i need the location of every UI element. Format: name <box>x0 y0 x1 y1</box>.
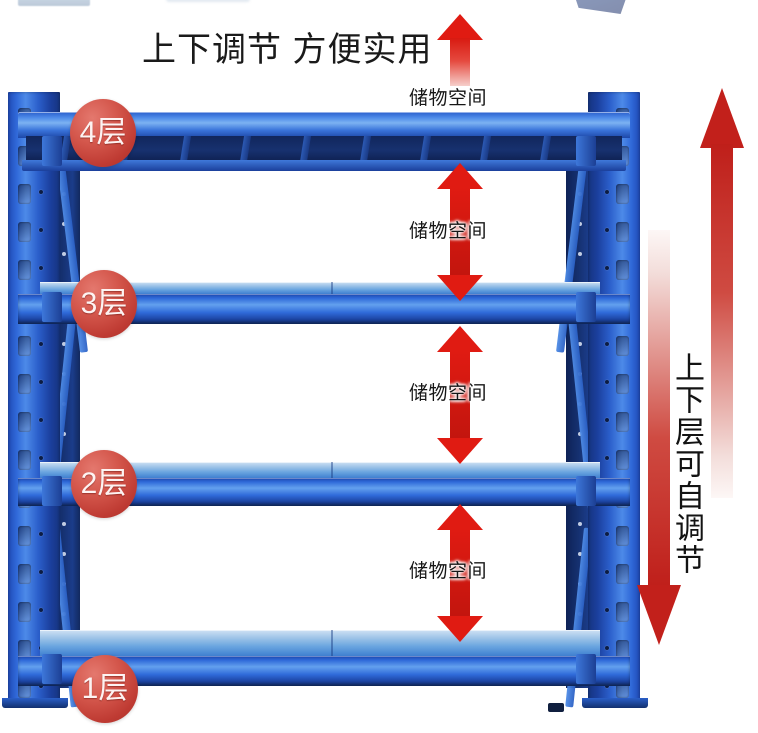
upright-slot-pattern-left <box>8 92 60 706</box>
badge-level-1-label: 1层 <box>81 672 129 705</box>
badge-level-4: 4层 <box>70 99 136 167</box>
storage-space-label-3-2: 储物空间 <box>409 383 488 404</box>
shelf-level-4-front-lip <box>22 160 626 171</box>
beam-bracket-l1-right <box>576 654 596 684</box>
arrow-updown-icon-1 <box>437 163 483 301</box>
side-arrow-up-icon <box>700 88 744 498</box>
arrow-shaft <box>450 350 470 440</box>
arrow-updown-icon-2 <box>437 326 483 464</box>
side-arrow-down-head <box>637 585 681 645</box>
side-arrow-up-shaft <box>711 144 733 498</box>
arrow-head-up <box>437 504 483 530</box>
badge-level-3-label: 3层 <box>80 287 128 320</box>
badge-level-2: 2层 <box>71 450 137 518</box>
shelving-rack <box>0 92 648 733</box>
arrow-shaft <box>450 528 470 618</box>
ghost-bracket-fragment <box>566 0 636 14</box>
beam-bracket-l4-left <box>42 136 62 166</box>
beam-bracket-l4-right <box>576 136 596 166</box>
side-arrow-down-icon <box>637 230 681 645</box>
arrow-up-icon <box>437 14 483 86</box>
arrow-shaft <box>450 187 470 277</box>
storage-space-label-4-3: 储物空间 <box>409 221 488 242</box>
badge-level-1: 1层 <box>72 655 138 723</box>
rack-upright-left <box>8 92 60 706</box>
badge-level-4-label: 4层 <box>79 116 127 149</box>
badge-level-2-label: 2层 <box>80 467 128 500</box>
arrow-head-up <box>437 163 483 189</box>
arrow-head-up <box>437 326 483 352</box>
shelf-level-2-deck <box>40 462 600 478</box>
arrow-shaft <box>450 38 470 86</box>
arrow-head-up <box>437 14 483 40</box>
beam-bracket-l2-right <box>576 476 596 506</box>
side-arrow-up-head <box>700 88 744 148</box>
ghost-shelf-fragment-left <box>18 0 90 6</box>
rack-foot-right <box>582 698 648 708</box>
storage-space-label-top: 储物空间 <box>409 88 488 109</box>
badge-level-3: 3层 <box>71 270 137 338</box>
beam-bracket-l1-left <box>42 654 62 684</box>
upright-slot-pattern-right <box>588 92 640 706</box>
ghost-shelf-fragment-mid <box>166 0 250 2</box>
rack-foot-left <box>2 698 68 708</box>
rack-foot-pad-right <box>548 703 564 712</box>
arrow-head-down <box>437 616 483 642</box>
rack-upright-right <box>588 92 640 706</box>
beam-bracket-l3-left <box>42 292 62 322</box>
storage-space-label-2-1: 储物空间 <box>409 561 488 582</box>
arrow-head-down <box>437 438 483 464</box>
page-title: 上下调节 方便实用 <box>142 31 433 69</box>
shelf-level-1-deck <box>40 630 600 656</box>
side-arrow-down-shaft <box>648 230 670 588</box>
arrow-head-down <box>437 275 483 301</box>
beam-bracket-l3-right <box>576 292 596 322</box>
arrow-updown-icon-3 <box>437 504 483 642</box>
beam-bracket-l2-left <box>42 476 62 506</box>
adjustable-levels-caption: 上下层可自调节 <box>670 352 703 576</box>
